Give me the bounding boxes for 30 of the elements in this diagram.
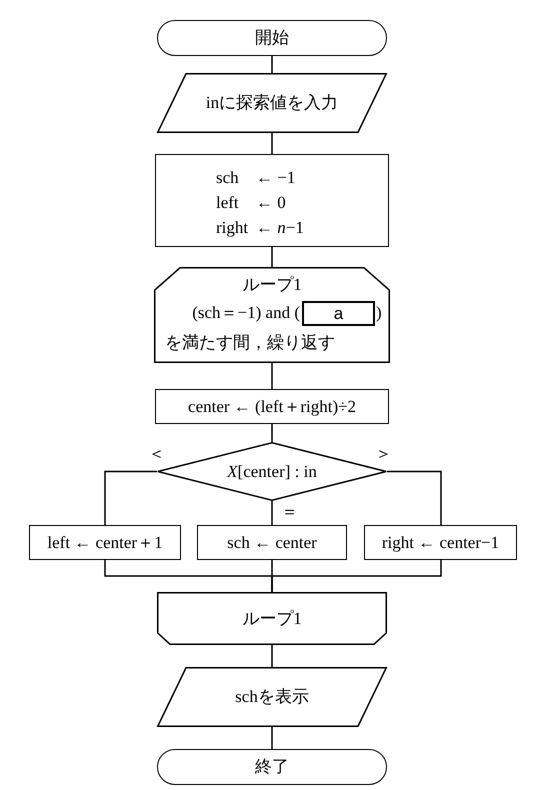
connector-line <box>271 363 273 389</box>
process-box: center ← (left＋right)÷2 <box>155 389 389 424</box>
assignment-text: sch ← −1 <box>216 167 296 189</box>
data-parallelogram: inに探索値を入力 <box>157 73 387 133</box>
process-box: sch ← center <box>197 525 347 560</box>
process-box <box>155 154 389 247</box>
data-parallelogram: schを表示 <box>157 667 387 727</box>
connector-line <box>271 645 273 667</box>
loop-start-box <box>154 267 390 363</box>
condition-text: を満たす間，繰り返す <box>165 332 335 354</box>
connector-line <box>271 501 273 525</box>
loop-end-box: ループ1 <box>157 592 387 645</box>
terminator-box: 終了 <box>157 749 387 785</box>
connector-line <box>271 560 442 592</box>
connector-line <box>271 133 273 154</box>
answer-box: a <box>302 301 375 326</box>
process-box: right ← center−1 <box>364 525 517 560</box>
connector-line <box>271 247 273 267</box>
process-box: left ← center＋1 <box>29 525 181 560</box>
connector-line <box>104 470 157 525</box>
condition-text: ) <box>376 302 382 324</box>
terminator-box: 開始 <box>157 20 387 56</box>
assignment-text: left ← 0 <box>216 192 286 214</box>
connector-line <box>271 727 273 749</box>
connector-line <box>271 424 273 442</box>
loop-label: ループ1 <box>241 274 303 296</box>
condition-text: (sch＝−1) and ( <box>192 302 300 324</box>
assignment-text: right ← n−1 <box>216 217 304 239</box>
connector-line <box>387 470 442 525</box>
connector-line <box>271 56 273 73</box>
